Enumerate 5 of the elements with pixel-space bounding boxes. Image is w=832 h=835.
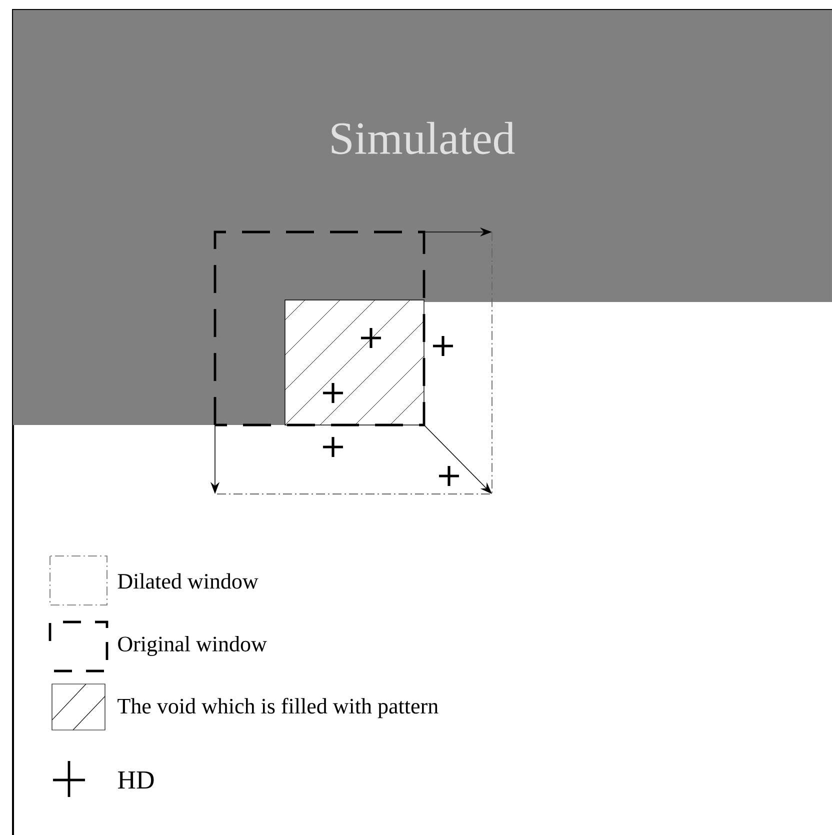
legend-label: Original window (118, 636, 267, 656)
simulated-region: Simulated (13, 10, 832, 425)
legend-label: HD (118, 771, 154, 789)
legend-label: Dilated window (118, 573, 258, 589)
legend-label: The void which is filled with pattern (118, 698, 438, 718)
